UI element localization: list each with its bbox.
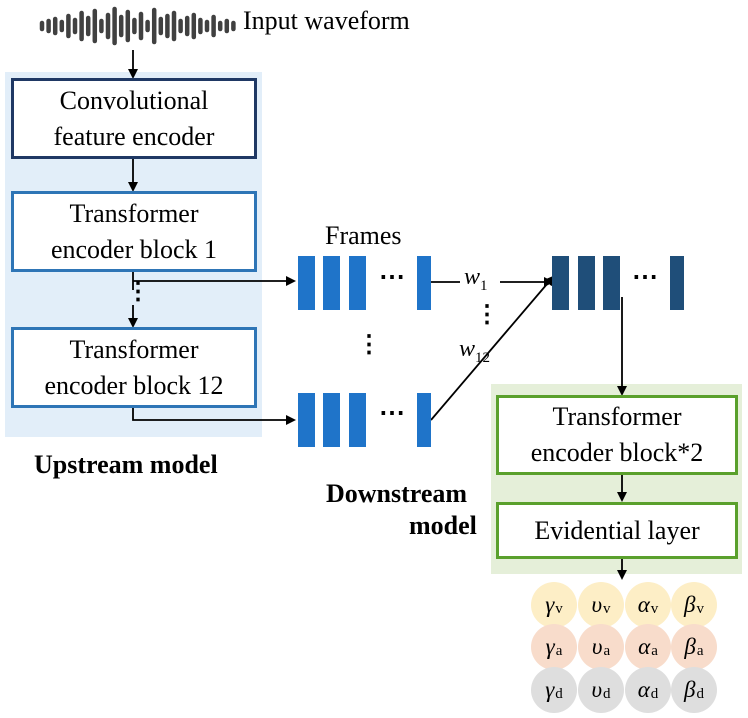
weighted-frame-bar — [578, 256, 595, 310]
output-param-symbol: υ — [591, 677, 603, 702]
frames-vertical-dots: ⋮ — [357, 332, 383, 358]
frame-bar — [323, 393, 340, 447]
weight-w12-symbol: w — [459, 336, 476, 362]
weighted-frame-bar — [552, 256, 569, 310]
frame-bar — [298, 256, 315, 310]
output-param-subscript: v — [555, 600, 563, 617]
output-param-subscript: d — [650, 685, 659, 702]
output-param-symbol: γ — [545, 634, 555, 659]
weighted-frame-bar — [670, 256, 684, 310]
conv-feature-encoder-box: Convolutional feature encoder — [11, 78, 257, 159]
output-param-symbol: α — [638, 634, 651, 659]
frames-label: Frames — [325, 221, 402, 250]
arrow-block12-to-frames — [132, 402, 296, 425]
upstream-model-title: Upstream model — [34, 450, 218, 479]
waveform-icon — [39, 6, 236, 46]
weight-w1-label: w1 — [464, 264, 488, 295]
frame-ellipsis: ⋯ — [379, 398, 407, 427]
weight-w1-subscript: 1 — [480, 277, 488, 294]
upstream-vertical-dots: ⋮ — [126, 279, 152, 305]
downstream-transformer-block-box: Transformer encoder block*2 — [496, 395, 738, 475]
transformer-block-1-box: Transformer encoder block 1 — [11, 191, 257, 272]
output-param-subscript: a — [603, 642, 611, 659]
weight-w12-label: w12 — [459, 336, 490, 367]
weights-vertical-dots: ⋮ — [475, 302, 501, 328]
output-param-symbol: γ — [545, 677, 555, 702]
frame-ellipsis: ⋯ — [379, 262, 407, 291]
output-param-subscript: a — [696, 642, 704, 659]
evidential-layer-box: Evidential layer — [496, 502, 738, 559]
frame-bar — [323, 256, 340, 310]
output-param-symbol: β — [684, 677, 696, 702]
frame-bar — [417, 393, 431, 447]
input-waveform-label: Input waveform — [243, 6, 410, 35]
weighted-frame-ellipsis: ⋯ — [632, 262, 660, 291]
output-param-symbol: υ — [591, 634, 603, 659]
frame-bar — [349, 256, 366, 310]
arrow-w12-to-weighted — [430, 275, 555, 421]
frame-bar — [349, 393, 366, 447]
output-param-symbol: α — [637, 677, 650, 702]
weighted-frame-bar — [603, 256, 620, 310]
transformer-block-12-box: Transformer encoder block 12 — [11, 327, 257, 408]
output-param-subscript: v — [696, 600, 704, 617]
output-param-symbol: α — [637, 592, 650, 617]
output-param-symbol: β — [684, 592, 696, 617]
output-param-subscript: v — [603, 600, 611, 617]
weight-w1-symbol: w — [464, 264, 481, 290]
output-param-symbol: υ — [591, 592, 603, 617]
weight-w12-subscript: 12 — [475, 349, 491, 366]
output-param-subscript: v — [650, 600, 659, 617]
output-param-subscript: d — [555, 685, 563, 702]
downstream-model-title-line2: model — [409, 511, 477, 540]
output-param-symbol: γ — [545, 592, 555, 617]
output-param-subscript: d — [696, 685, 704, 702]
output-param-subscript: a — [651, 642, 658, 659]
output-param-subscript: a — [555, 642, 563, 659]
downstream-model-title-line1: Downstream — [326, 479, 468, 508]
frame-bar — [417, 256, 431, 310]
frame-bar — [298, 393, 315, 447]
output-param-subscript: d — [603, 685, 611, 702]
output-param-symbol: β — [684, 634, 696, 659]
